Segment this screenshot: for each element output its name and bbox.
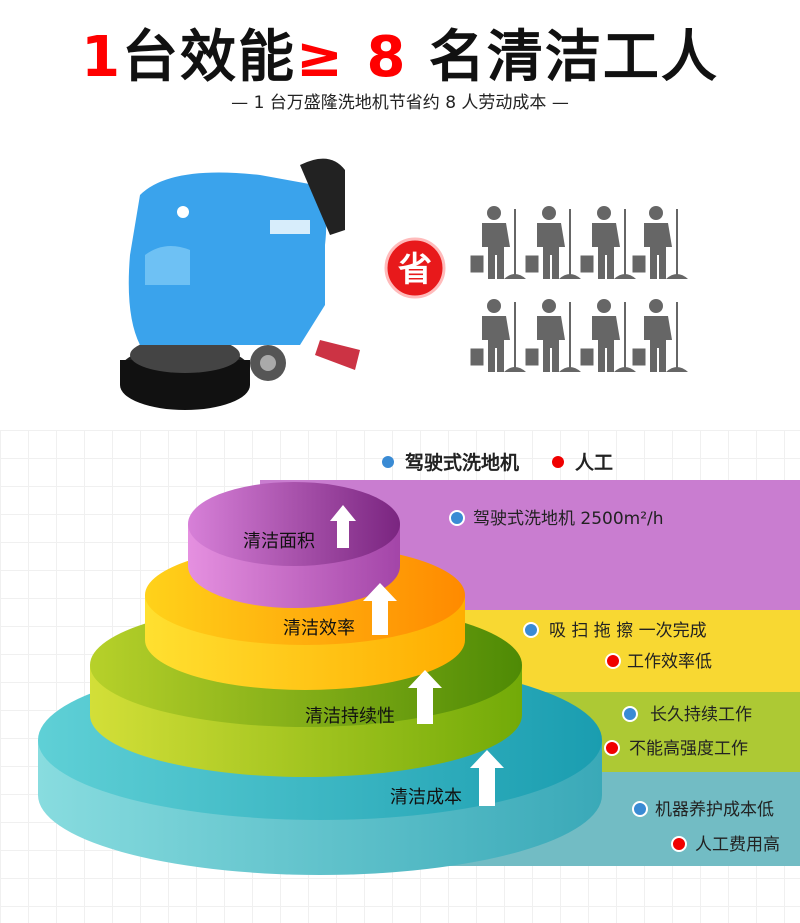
subtitle: — 1 台万盛隆洗地机节省约 8 人劳动成本 — bbox=[231, 93, 569, 113]
durability-human-text: 不能高强度工作 bbox=[629, 739, 748, 759]
durability-machine-text: 长久持续工作 bbox=[650, 705, 752, 725]
worker-icon bbox=[631, 205, 689, 280]
legend-machine-dot bbox=[382, 456, 394, 468]
area-machine-text: 驾驶式洗地机 2500m²/h bbox=[473, 509, 664, 529]
tier-label-durability: 清洁持续性 bbox=[305, 706, 395, 727]
headline-ge: ≥ 8 bbox=[296, 25, 408, 90]
floor-scrubber-image bbox=[120, 158, 360, 410]
worker-icon bbox=[469, 298, 527, 373]
tier-label-cost: 清洁成本 bbox=[390, 787, 462, 808]
worker-icon bbox=[469, 205, 527, 280]
worker-icon bbox=[579, 298, 637, 373]
up-arrow-icon bbox=[470, 750, 504, 806]
workers-group bbox=[469, 205, 689, 373]
worker-icon bbox=[631, 298, 689, 373]
headline-part: 台效能 bbox=[122, 25, 297, 90]
tier-label-efficiency: 清洁效率 bbox=[283, 618, 355, 639]
headline: 1台效能≥ 8 名清洁工人 bbox=[0, 12, 800, 93]
headline-part: 名清洁工人 bbox=[407, 25, 719, 90]
save-badge: 省 bbox=[384, 237, 446, 299]
legend-machine-label: 驾驶式洗地机 bbox=[405, 451, 519, 474]
tier-label-area: 清洁面积 bbox=[243, 531, 315, 552]
save-badge-text: 省 bbox=[398, 250, 432, 290]
up-arrow-icon bbox=[408, 670, 442, 724]
headline-number: 1 bbox=[81, 25, 123, 90]
worker-icon bbox=[524, 205, 582, 280]
up-arrow-icon bbox=[330, 505, 356, 548]
legend-human-dot bbox=[552, 456, 564, 468]
worker-icon bbox=[524, 298, 582, 373]
cost-machine-text: 机器养护成本低 bbox=[655, 800, 774, 820]
legend-human-label: 人工 bbox=[575, 452, 613, 474]
cost-human-text: 人工费用高 bbox=[695, 835, 780, 855]
up-arrow-icon bbox=[363, 583, 397, 635]
efficiency-machine-text: 吸 扫 拖 擦 一次完成 bbox=[549, 621, 707, 641]
efficiency-human-text: 工作效率低 bbox=[627, 652, 712, 672]
worker-icon bbox=[579, 205, 637, 280]
